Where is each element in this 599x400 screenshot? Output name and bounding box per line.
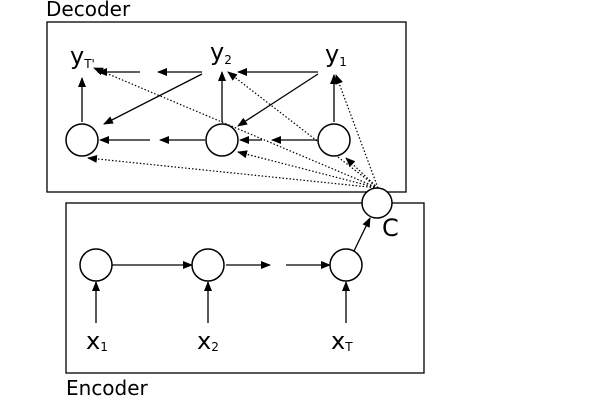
decoder-node-1 <box>317 123 351 157</box>
output-label-1: y1 <box>325 40 347 69</box>
decoder-node-t <box>65 123 99 157</box>
context-label: C <box>382 214 399 242</box>
input-label-t: xT <box>331 327 353 355</box>
decoder-node-2 <box>205 123 239 157</box>
output-label-2: y2 <box>210 38 232 67</box>
encoder-title: Encoder <box>66 376 149 400</box>
context-attention-lines <box>87 67 379 189</box>
decoder-title: Decoder <box>46 0 131 21</box>
input-label-2: x2 <box>197 327 219 355</box>
encoder-node-1 <box>79 248 113 282</box>
encoder-box <box>65 202 425 374</box>
context-node <box>361 187 393 219</box>
output-label-t: yT' <box>70 42 95 71</box>
decoder-arrows <box>78 68 338 144</box>
encoder-node-t <box>329 248 363 282</box>
encoder-arrows <box>92 217 371 323</box>
decoder-box <box>46 21 407 193</box>
encoder-node-2 <box>191 248 225 282</box>
input-label-1: x1 <box>86 327 108 355</box>
